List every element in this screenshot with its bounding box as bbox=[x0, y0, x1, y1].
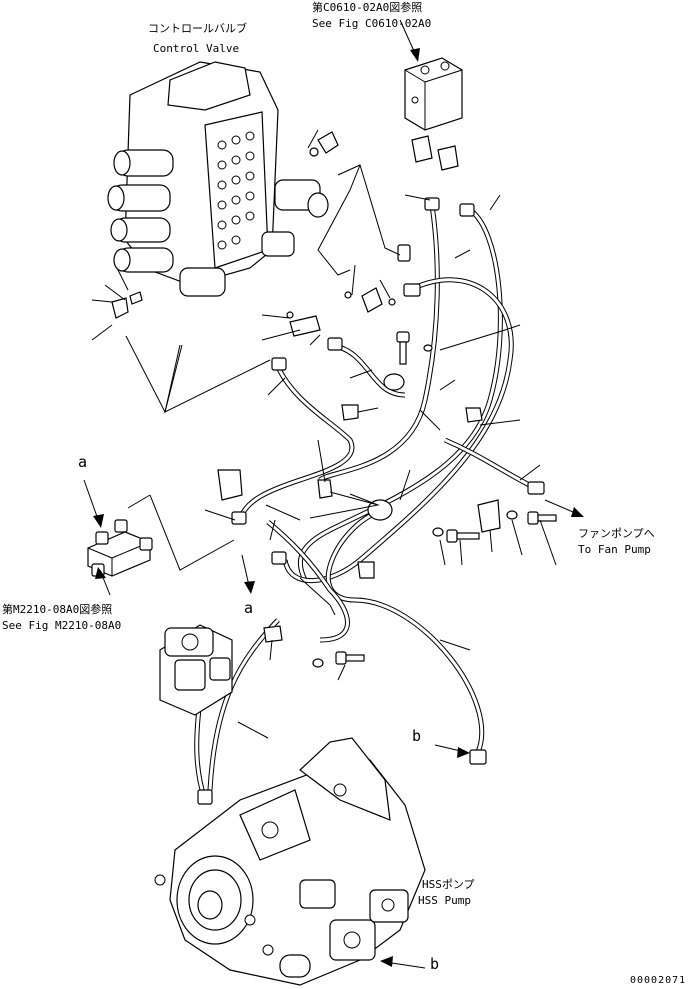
see-m2210-label-en: See Fig M2210-08A0 bbox=[2, 619, 122, 632]
see-c0610-label-en: See Fig C0610-02A0 bbox=[312, 17, 432, 30]
control-valve bbox=[107, 61, 329, 297]
see-m2210-label-jp: 第M2210-08A0図参照 bbox=[2, 603, 113, 616]
control-valve-label-jp: コントロールバルブ bbox=[148, 22, 247, 35]
hss-pump-label-en: HSS Pump bbox=[418, 894, 471, 907]
hss-pump-label-jp: HSSポンプ bbox=[422, 878, 475, 891]
leader-lines bbox=[83, 19, 584, 969]
ref-b-top-label: b bbox=[412, 727, 422, 745]
control-valve-label-en: Control Valve bbox=[153, 42, 240, 55]
middle-pump bbox=[159, 624, 233, 716]
bolts bbox=[312, 331, 557, 668]
fan-pump-label-jp: ファンポンプへ bbox=[578, 527, 655, 540]
drawing-number: 00002071 bbox=[630, 975, 687, 986]
fan-pump-label-en: To Fan Pump bbox=[578, 543, 651, 556]
valve-fittings bbox=[111, 131, 396, 337]
ref-a-mid-label: a bbox=[244, 599, 254, 617]
ref-b-bottom-label: b bbox=[430, 955, 440, 973]
top-valve-block bbox=[404, 57, 463, 171]
ref-a-top-label: a bbox=[78, 453, 88, 471]
hss-pump bbox=[154, 737, 426, 986]
clamps bbox=[217, 373, 501, 643]
left-valve-block bbox=[87, 519, 153, 577]
see-c0610-label-jp: 第C0610-02A0図参照 bbox=[312, 1, 423, 14]
hose-fittings bbox=[197, 197, 545, 805]
